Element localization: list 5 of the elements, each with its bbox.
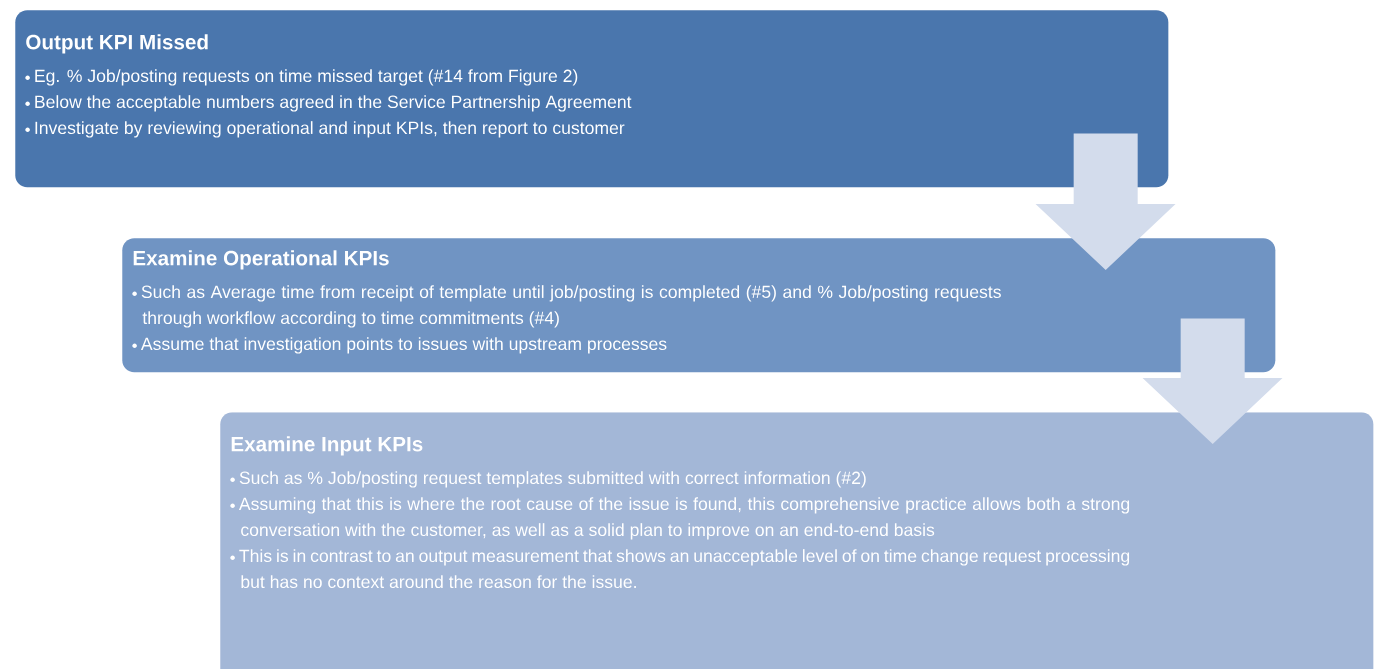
block-arrow bbox=[1142, 318, 1283, 444]
process-box: Examine Input KPIs Such as % Job/posting request templates submitted with correct information (#2) Assuming that this is where the root cause of the issue is found, this comprehensive practice allows both a strong conversation with the customer, as well as a solid plan to improve on an end-to-end basis This is in contrast to an output measurement that shows an unacceptable level of on time change request processing but has no context around the reason for the issue. bbox=[220, 412, 1374, 669]
block-arrow bbox=[1035, 133, 1176, 270]
process-box: Output KPI Missed Eg. % Job/posting requests on time missed target (#14 from Figure 2) Below the acceptable numbers agreed in the Service Partnership Agreement Investigate by reviewing operational and input KPIs, then report to customer bbox=[15, 10, 1169, 188]
process-box: Examine Operational KPIs Such as Average time from receipt of template until job/posting is completed (#5) and % Job/posting requests through workflow according to time commitments (#4) Assume that investigation points to issues with upstream processes bbox=[122, 238, 1276, 373]
